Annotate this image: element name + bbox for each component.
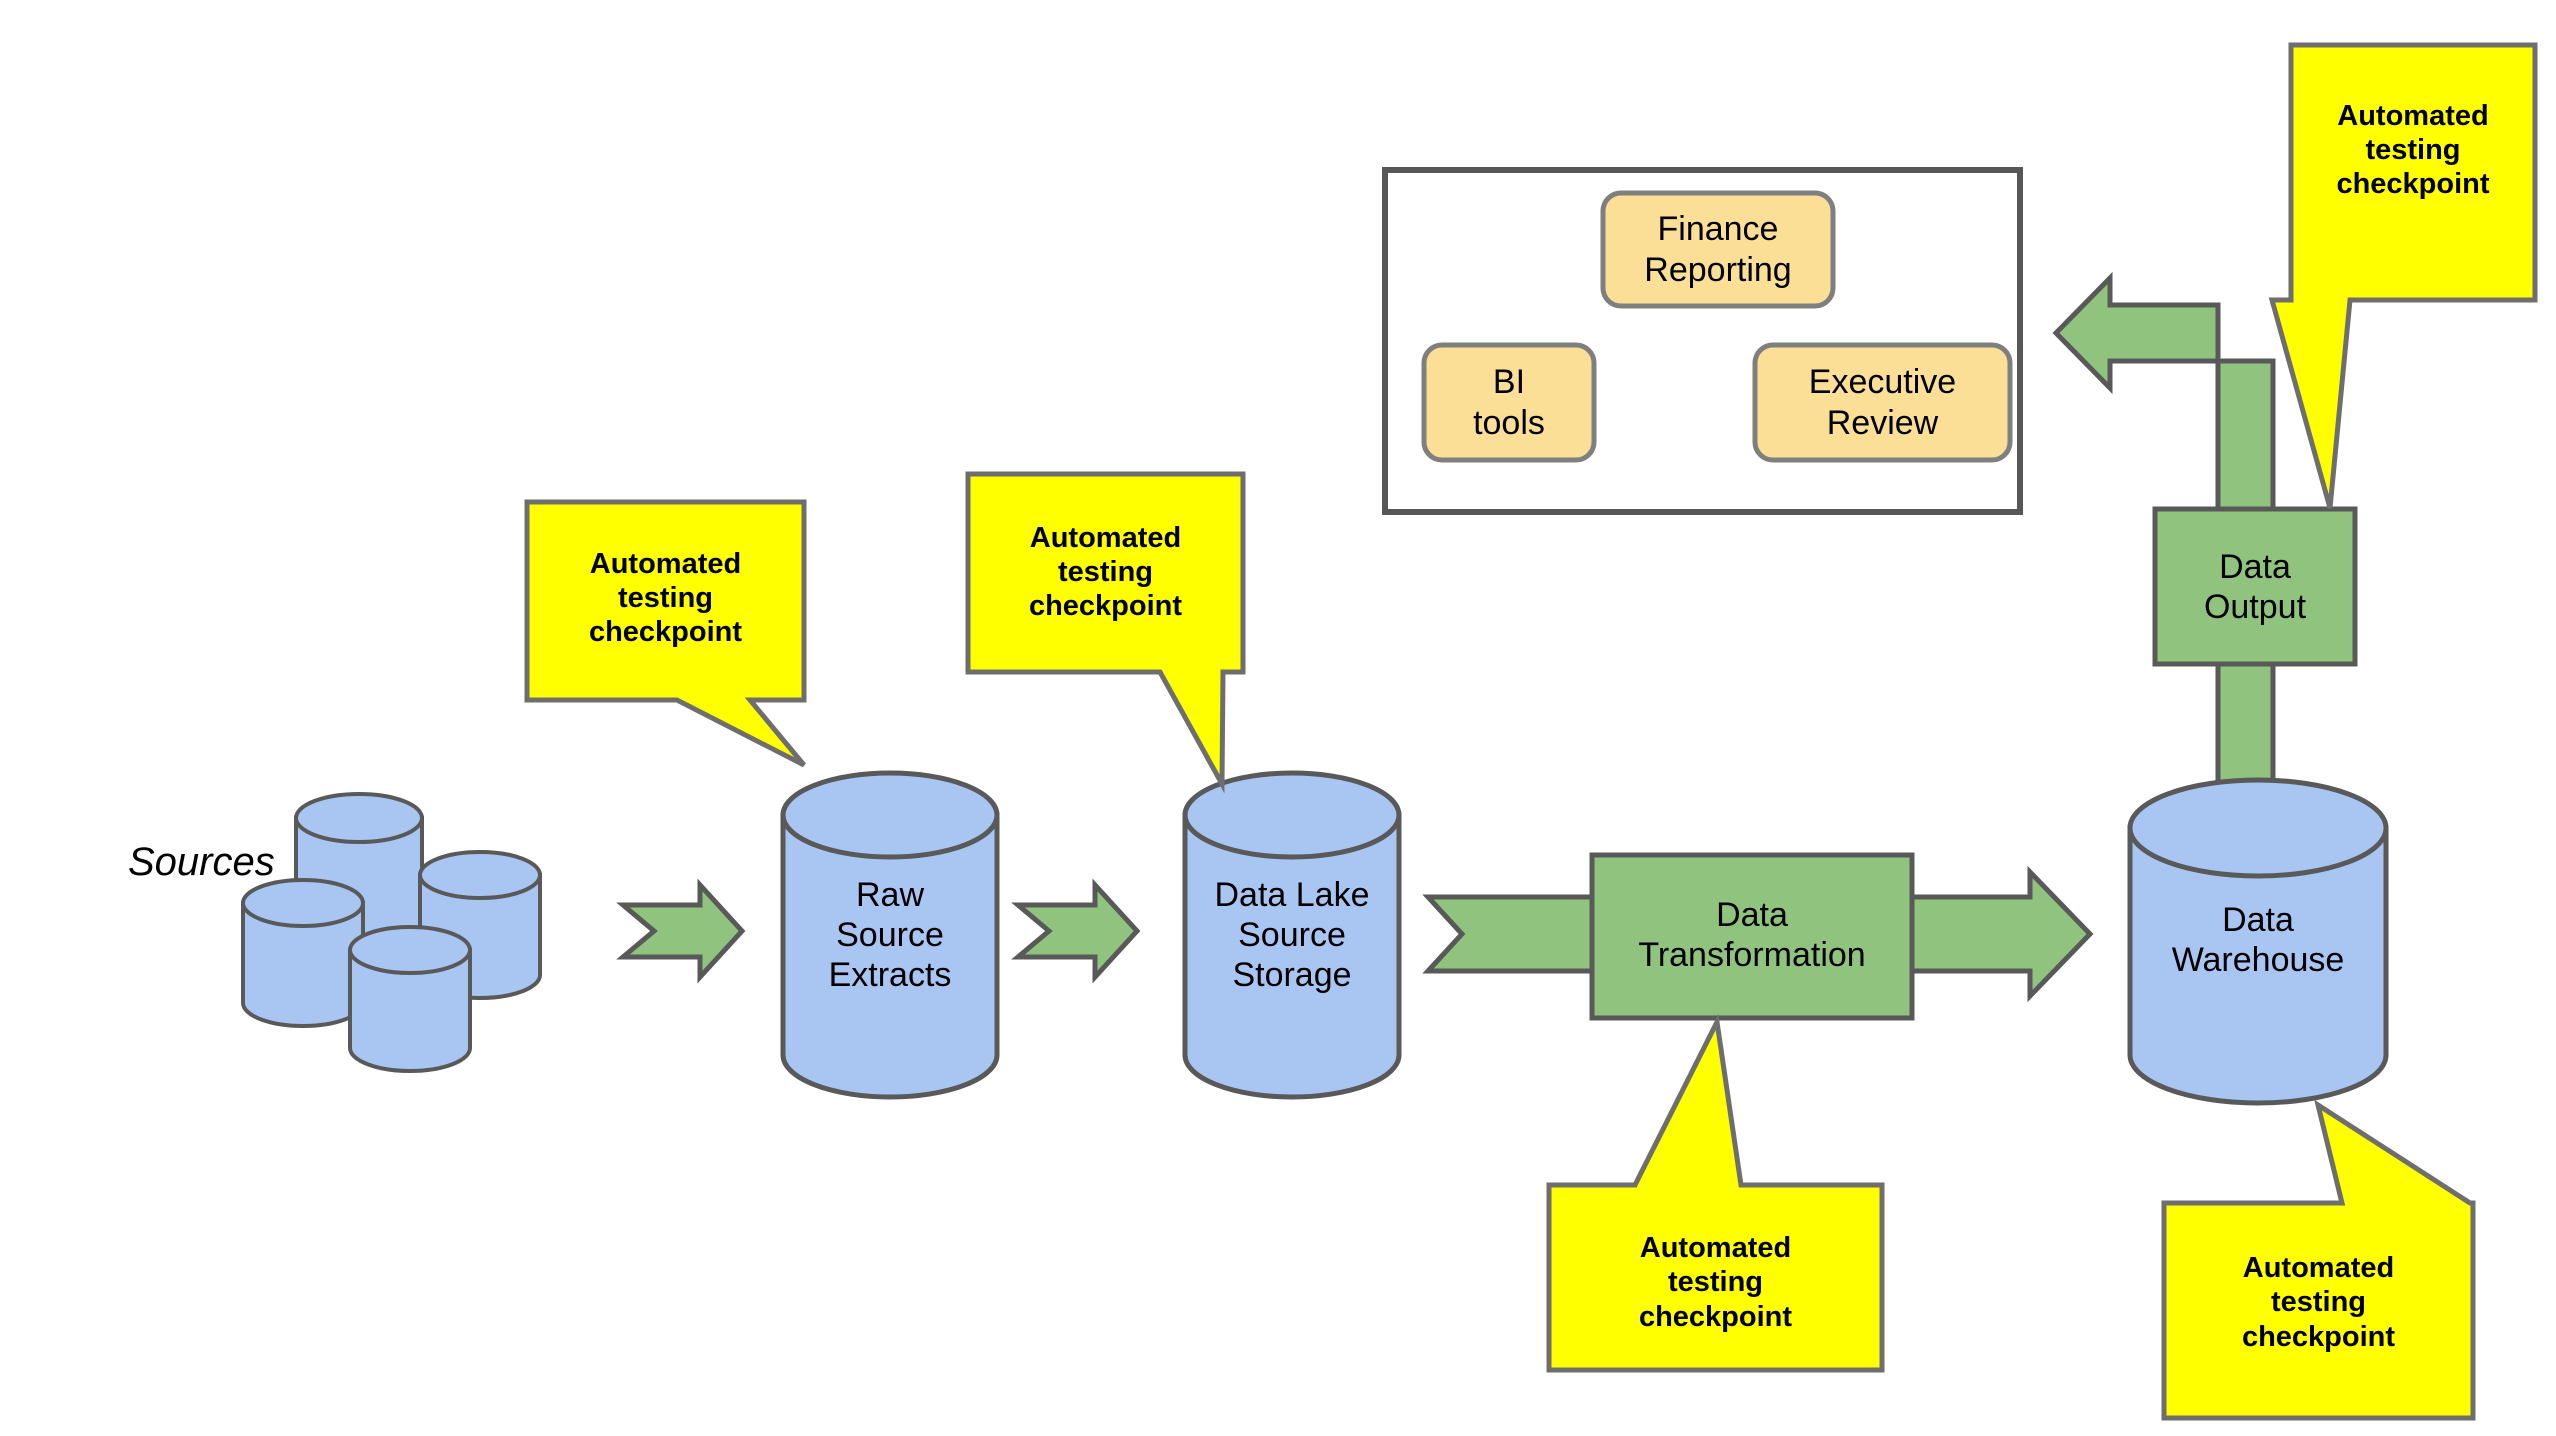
node-data-warehouse[interactable] (2127, 777, 2389, 1106)
callout-raw-source-extracts[interactable] (524, 499, 807, 768)
callout-data-lake-source-storage[interactable] (965, 471, 1246, 794)
source-cylinder-3 (241, 878, 365, 1028)
consumer-box-finance-reporting[interactable] (1600, 190, 1836, 309)
callout-data-output[interactable] (2268, 42, 2538, 509)
node-raw-source-extracts[interactable] (780, 770, 1000, 1100)
consumer-box-bi-tools[interactable] (1421, 342, 1597, 463)
node-data-lake-source-storage[interactable] (1182, 770, 1402, 1100)
consumer-box-executive-review[interactable] (1752, 342, 2013, 463)
sources-cluster (241, 792, 542, 1073)
flow-arrow-raw-to-lake (1011, 878, 1141, 984)
callout-data-warehouse[interactable] (2161, 1099, 2476, 1421)
node-data-output[interactable] (2152, 506, 2358, 667)
source-cylinder-4 (348, 925, 472, 1073)
node-data-transformation[interactable] (1589, 852, 1915, 1021)
flow-arrow-sources-to-raw (616, 878, 746, 984)
callout-data-transformation[interactable] (1546, 1013, 1885, 1373)
